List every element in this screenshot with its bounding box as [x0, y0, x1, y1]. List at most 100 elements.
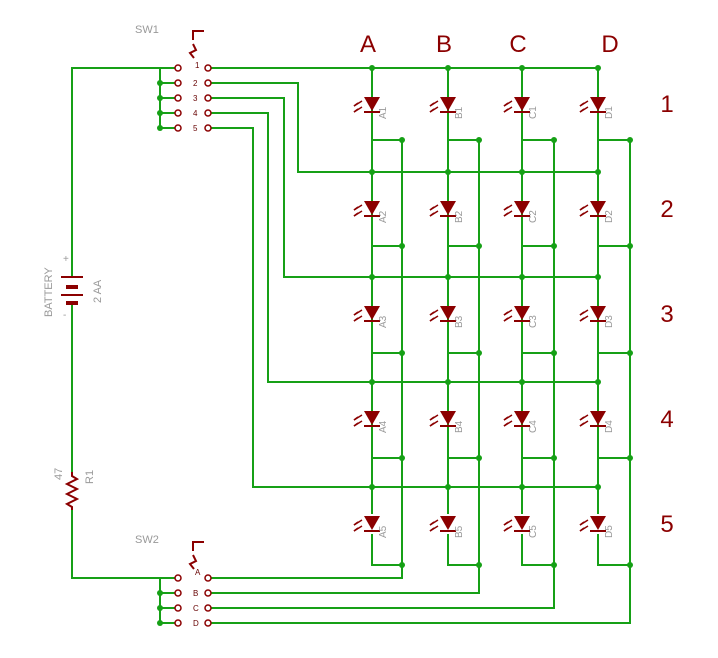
cathode-junction-4-3	[627, 562, 633, 568]
row-bus-2	[211, 82, 598, 173]
row-header-1: 1	[660, 91, 673, 118]
sw2-contact-common-1	[174, 589, 182, 597]
switch-sw2: SW2 A B C D	[135, 534, 204, 628]
cathode-junction-1-2	[551, 243, 557, 249]
led-arrowheads	[353, 311, 359, 322]
anode-junction-3-1	[445, 379, 451, 385]
sw2-contact-0	[204, 574, 212, 582]
resistor-name: R1	[84, 470, 96, 484]
led-arrowheads	[503, 206, 509, 217]
battery: + - BATTERY 2 AA	[43, 254, 104, 321]
cathode-junction-1-1	[476, 243, 482, 249]
battery-plus: +	[63, 254, 69, 265]
anode-junction-4-1	[445, 484, 451, 490]
sw1-actuator	[188, 30, 204, 59]
column-bus-3	[211, 140, 631, 624]
led-triangle	[514, 201, 530, 215]
sw2-contact-common-2	[174, 604, 182, 612]
sw2-contact-3	[204, 619, 212, 627]
resistor-zigzag	[64, 472, 80, 510]
led-arrowheads	[353, 206, 359, 217]
led-B4: B4	[429, 411, 465, 433]
junctions	[157, 65, 633, 626]
column-header-b: B	[436, 31, 452, 58]
led-triangle	[364, 306, 380, 320]
sw2-common-junction-1	[157, 590, 163, 596]
led-label: C1	[528, 106, 539, 119]
row-header-3: 3	[660, 301, 673, 328]
sw1-pin-4: 4	[193, 109, 198, 118]
column-bus-2	[211, 140, 555, 609]
anode-junction-2-1	[445, 274, 451, 280]
led-triangle	[440, 411, 456, 425]
cathode-junction-3-3	[627, 455, 633, 461]
anode-junction-1-1	[445, 169, 451, 175]
anode-junction-4-2	[519, 484, 525, 490]
led-label: B4	[454, 420, 465, 433]
led-triangle	[364, 97, 380, 111]
sw2-contact-common-3	[174, 619, 182, 627]
led-C4: C4	[503, 411, 539, 433]
column-header-d: D	[601, 31, 618, 58]
led-label: A5	[378, 525, 389, 538]
led-label: C4	[528, 420, 539, 433]
led-triangle	[514, 411, 530, 425]
cathode-junction-3-1	[476, 455, 482, 461]
led-triangle	[590, 516, 606, 530]
sw1-contact-common-5	[174, 124, 182, 132]
led-B2: B2	[429, 201, 465, 223]
led-arrowheads	[429, 311, 435, 322]
sw2-contact-2	[204, 604, 212, 612]
row-header-5: 5	[660, 511, 673, 538]
led-A4: A4	[353, 411, 389, 433]
led-C1: C1	[503, 97, 539, 119]
column-header-a: A	[360, 31, 376, 58]
sw2-common-junction-2	[157, 605, 163, 611]
anode-junction-3-2	[519, 379, 525, 385]
led-triangle	[364, 201, 380, 215]
cathode-junction-1-3	[627, 243, 633, 249]
led-triangle	[364, 516, 380, 530]
sw1-contact-1	[204, 64, 212, 72]
cathode-junction-4-2	[551, 562, 557, 568]
led-arrowheads	[503, 311, 509, 322]
led-label: D4	[604, 420, 615, 433]
led-A3: A3	[353, 306, 389, 328]
row-bus-5	[211, 127, 598, 488]
sw1-contact-common-1	[174, 64, 182, 72]
sw1-common-junction-3	[157, 95, 163, 101]
battery-minus: -	[63, 310, 66, 321]
cathode-junction-0-1	[476, 137, 482, 143]
cathode-junction-3-2	[551, 455, 557, 461]
anode-junction-0-3	[595, 65, 601, 71]
cathode-junction-4-0	[399, 562, 405, 568]
led-A1: A1	[353, 97, 389, 119]
led-triangle	[440, 97, 456, 111]
sw1-pin-5: 5	[193, 124, 198, 133]
cathode-junction-2-3	[627, 350, 633, 356]
anode-junction-1-3	[595, 169, 601, 175]
led-C3: C3	[503, 306, 539, 328]
battery-name: BATTERY	[43, 267, 55, 317]
sw2-common-junction-3	[157, 620, 163, 626]
led-D4: D4	[579, 411, 615, 433]
sw1-pin-2: 2	[193, 79, 198, 88]
row-headers: 1 2 3 4 5	[660, 91, 673, 538]
led-C5: C5	[503, 516, 539, 538]
cathode-junction-0-3	[627, 137, 633, 143]
sw2-pin-c: C	[193, 604, 199, 613]
led-C2: C2	[503, 201, 539, 223]
anode-junction-4-0	[369, 484, 375, 490]
sw1-contact-4	[204, 109, 212, 117]
resistor-value: 47	[53, 468, 65, 480]
led-label: D1	[604, 106, 615, 119]
anode-junction-2-3	[595, 274, 601, 280]
cathode-junction-0-0	[399, 137, 405, 143]
anode-junction-0-2	[519, 65, 525, 71]
led-arrowheads	[579, 416, 585, 427]
led-label: A4	[378, 420, 389, 433]
anode-junction-1-0	[369, 169, 375, 175]
led-D5: D5	[579, 516, 615, 538]
row-header-2: 2	[660, 196, 673, 223]
